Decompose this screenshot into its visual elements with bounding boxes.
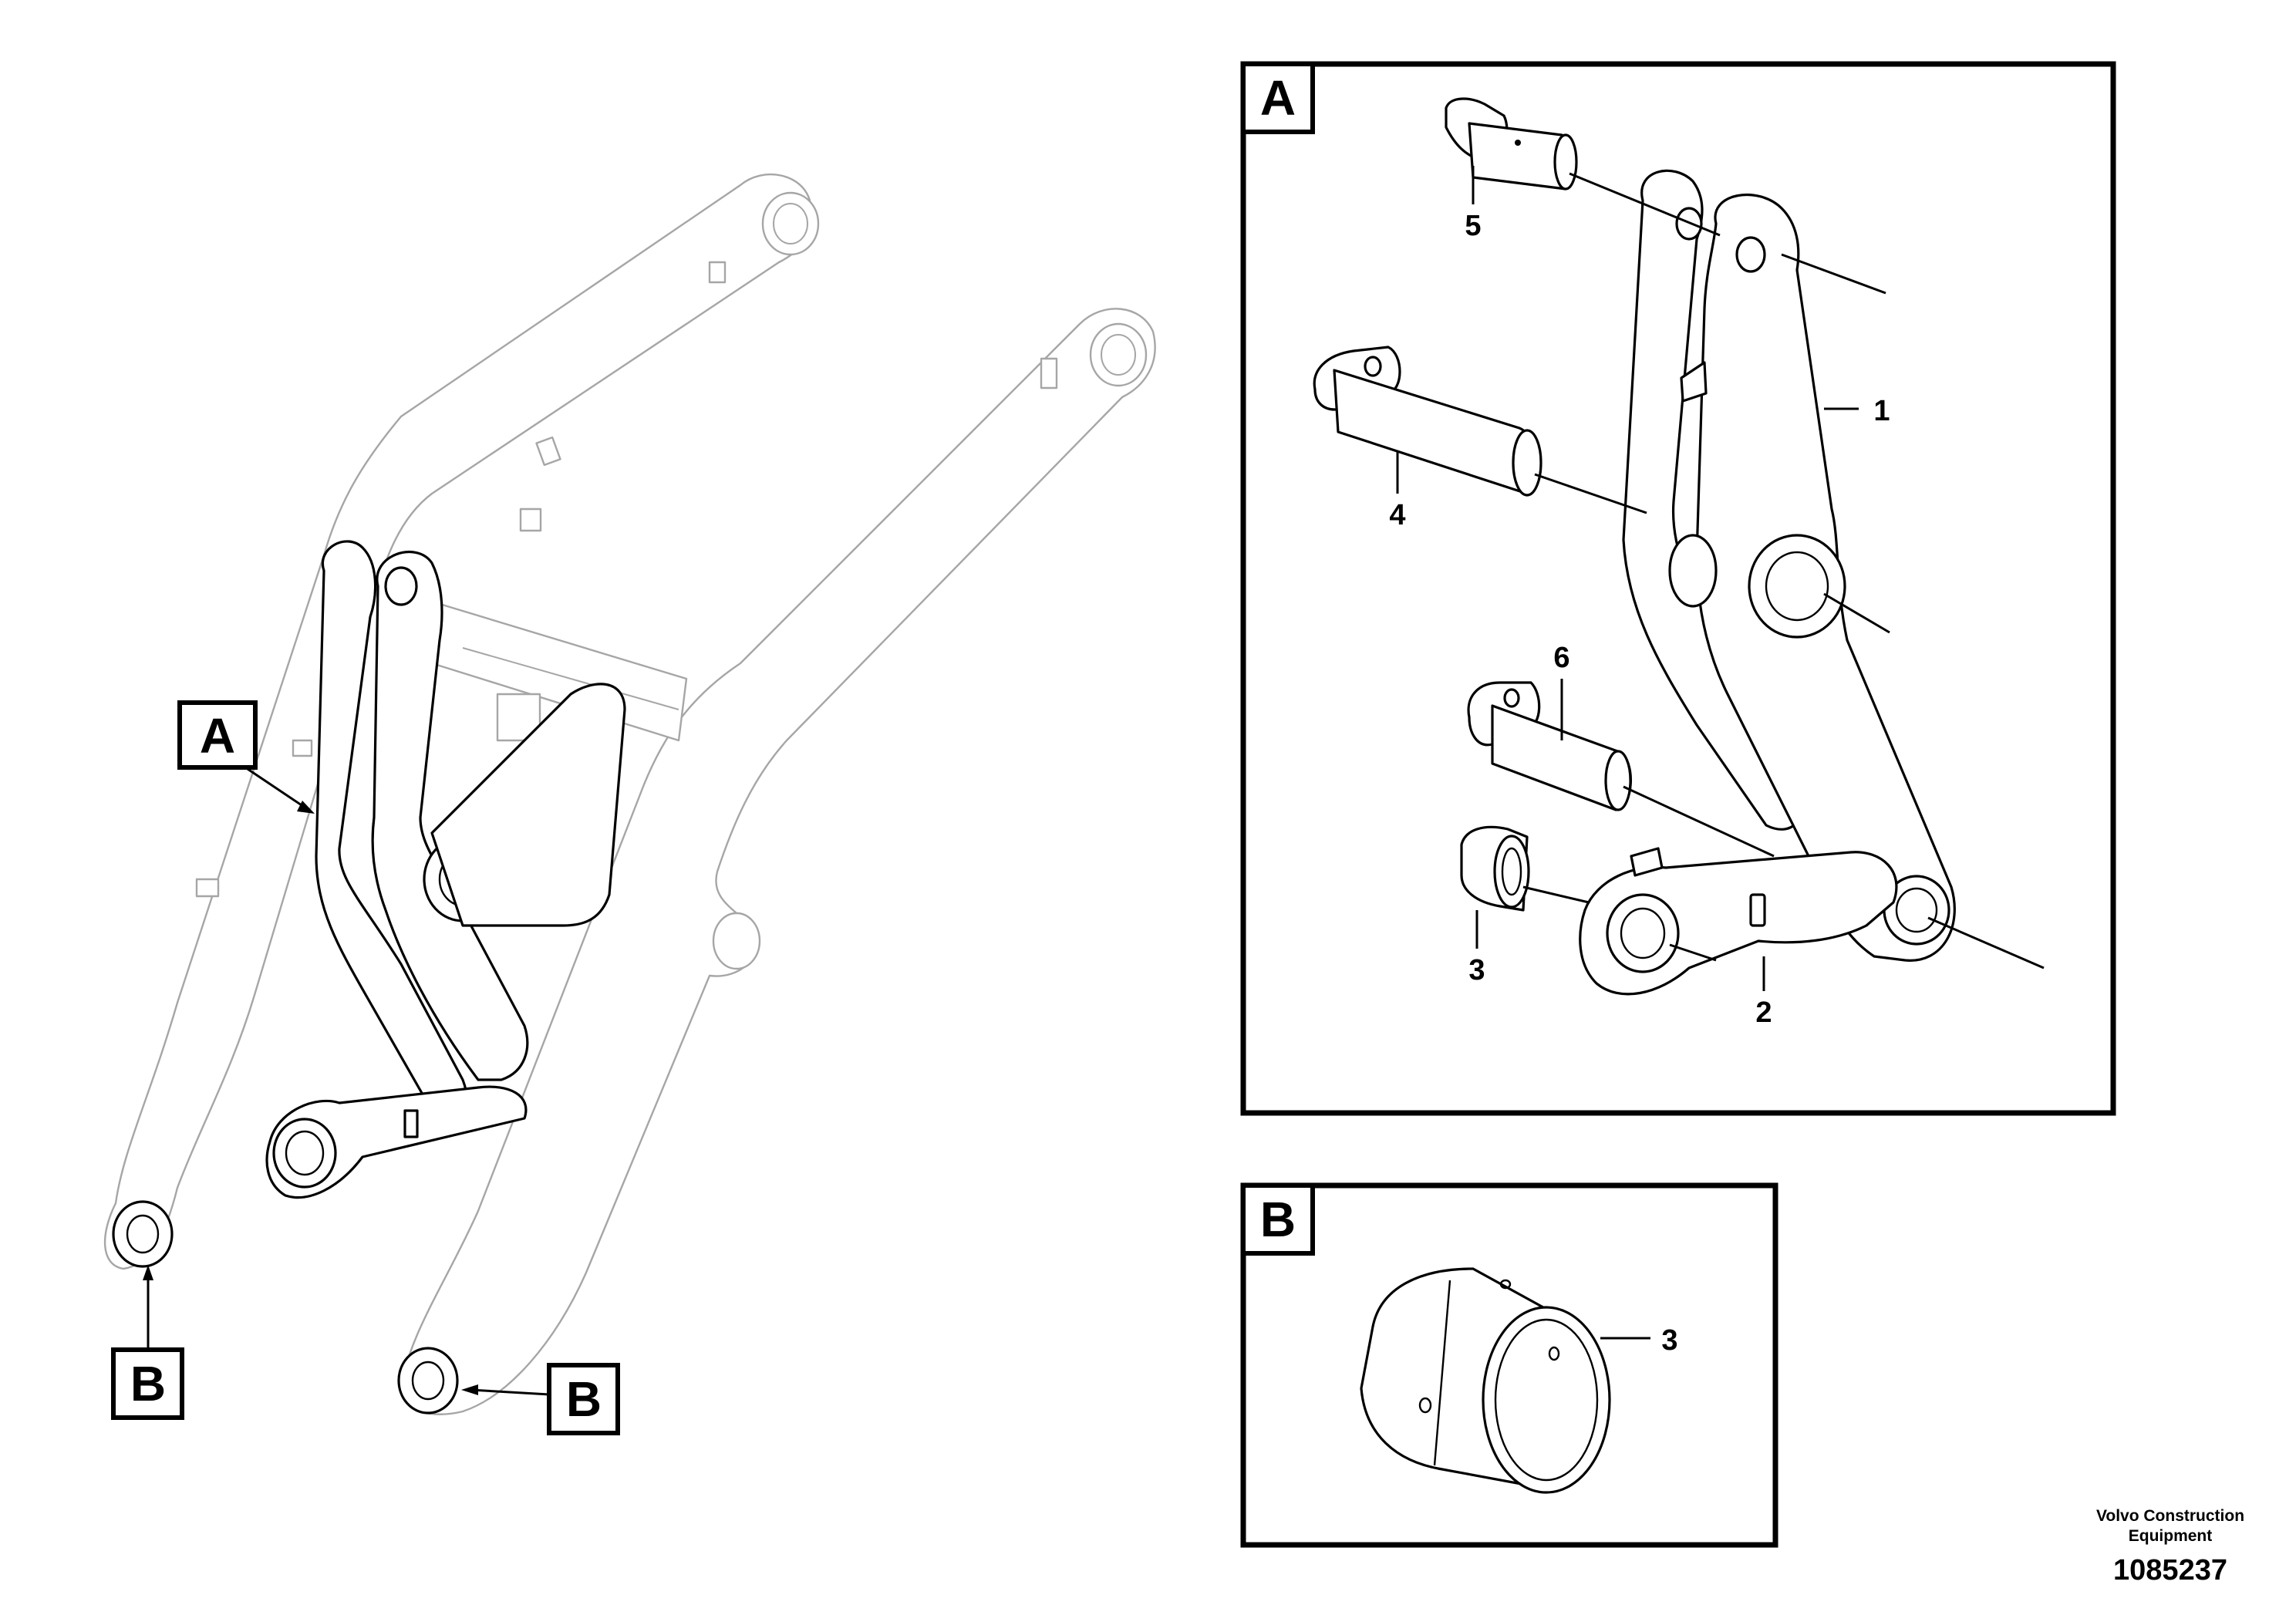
detail-a-ref-4: 4 <box>1389 499 1405 531</box>
detail-a-ref-2: 2 <box>1755 996 1772 1029</box>
front-lift-arm <box>400 308 1156 1415</box>
footer: Volvo Construction Equipment 1085237 <box>2096 1507 2244 1587</box>
detail-a-panel: A <box>1240 61 2116 1116</box>
link-rod-icon <box>1579 847 1898 996</box>
callout-a-main: A <box>177 700 315 814</box>
detail-b-title: B <box>1260 1192 1296 1247</box>
bushing-icon-detail-a <box>1460 825 1530 912</box>
detail-b-panel: B 3 <box>1240 1182 1778 1548</box>
callout-a-main-label: A <box>200 708 235 764</box>
detail-a-ref-1: 1 <box>1873 395 1890 427</box>
bushing-rear-arm <box>112 1200 174 1268</box>
bell-crank-main-front <box>371 550 529 1081</box>
detail-a-title: A <box>1260 70 1296 126</box>
callout-b-left-label: B <box>130 1356 166 1411</box>
bushing-front-arm <box>397 1347 459 1415</box>
detail-a-ref-3: 3 <box>1468 954 1485 986</box>
cylinder-mount <box>430 683 626 927</box>
detail-b-ref-3: 3 <box>1661 1324 1677 1357</box>
footer-company-line2: Equipment <box>2129 1527 2213 1545</box>
detail-a-ref-5: 5 <box>1465 210 1481 242</box>
bell-crank-icon <box>1622 169 1956 962</box>
footer-drawing-number: 1085237 <box>2113 1554 2227 1587</box>
pin-4-icon <box>1313 346 1542 497</box>
pin-5-icon <box>1445 97 1578 191</box>
bell-crank-main <box>315 540 469 1118</box>
callout-b-right: B <box>461 1363 620 1435</box>
bushing-icon <box>1360 1267 1611 1494</box>
callout-b-left: B <box>111 1265 184 1420</box>
detail-a-ref-6: 6 <box>1553 642 1569 674</box>
footer-company-line1: Volvo Construction <box>2096 1507 2244 1525</box>
loader-lift-arm-assembly-icon <box>103 174 1156 1415</box>
pin-6-icon <box>1467 681 1633 811</box>
callout-b-right-label: B <box>566 1371 602 1427</box>
